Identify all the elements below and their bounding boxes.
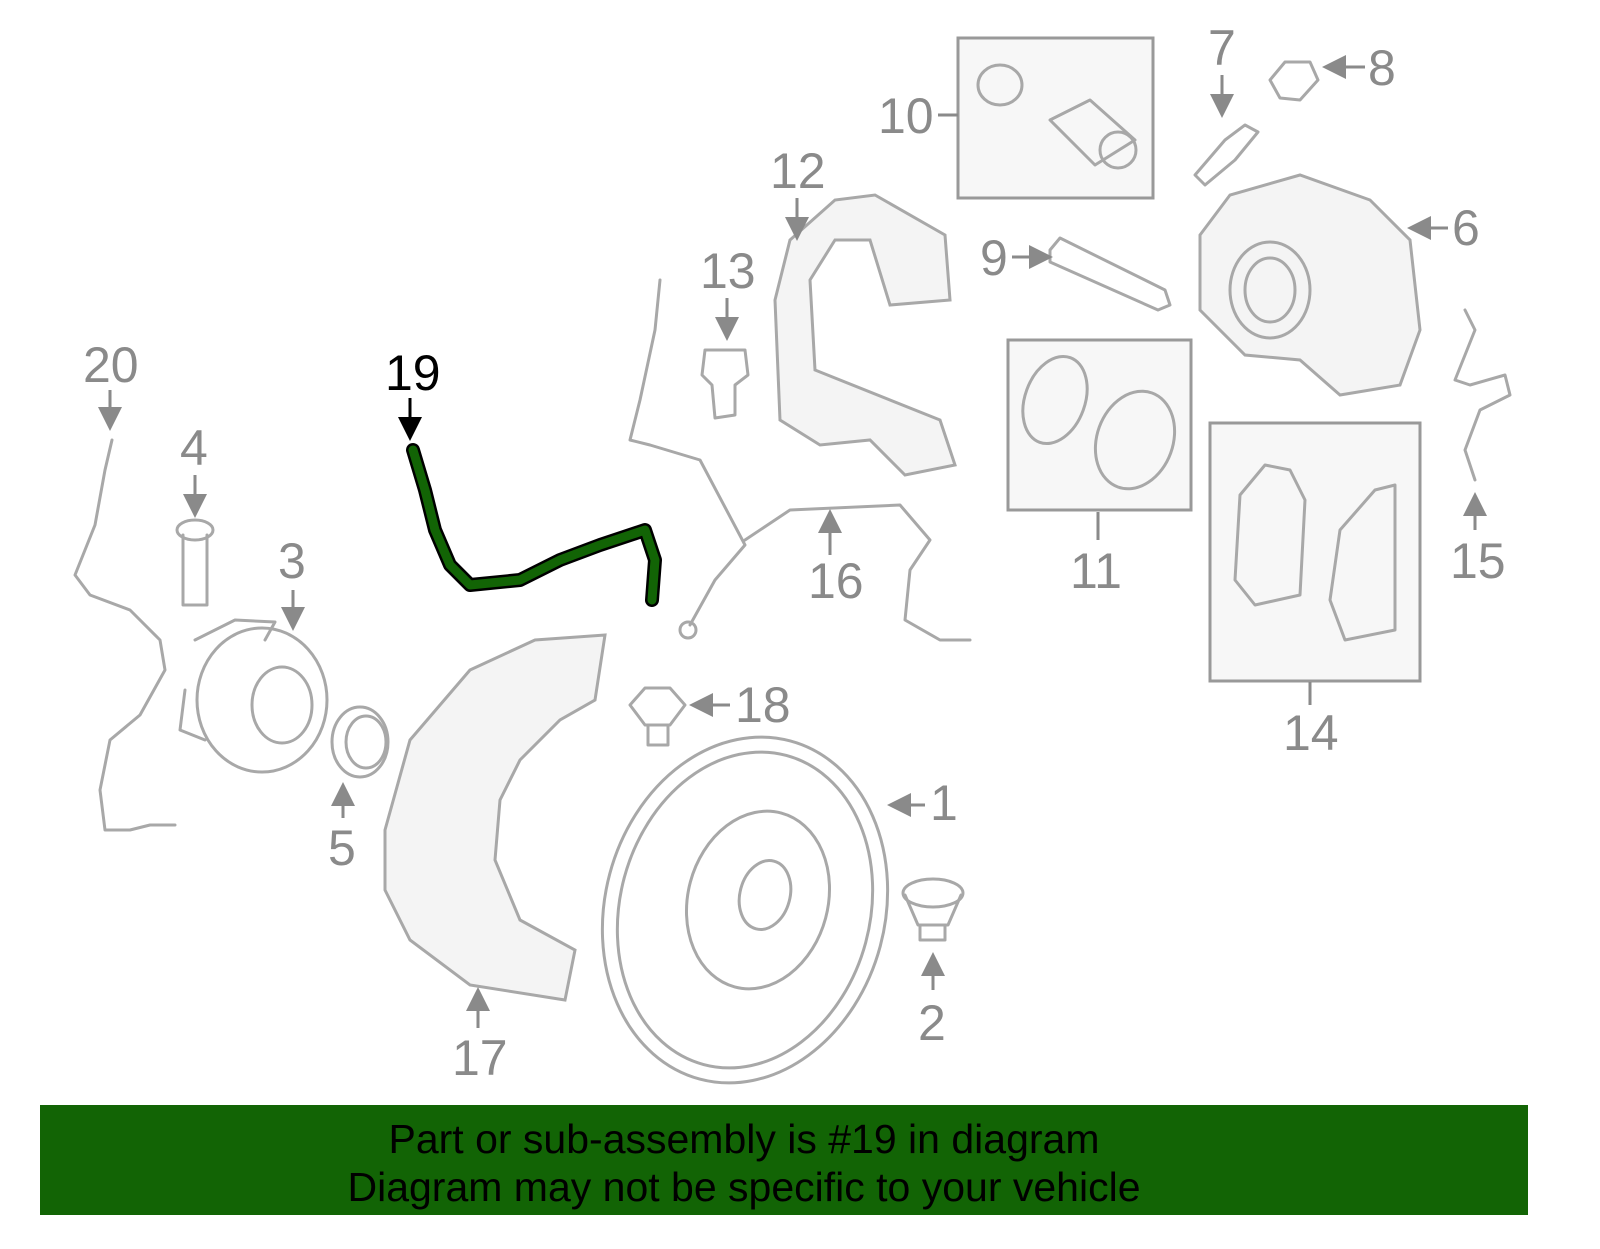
rotor-plug[interactable] — [901, 877, 965, 942]
bracket-bolt[interactable] — [700, 348, 750, 420]
brake-hose-highlighted[interactable] — [406, 443, 662, 607]
splash-shield[interactable] — [383, 633, 607, 1002]
callout-2: 2 — [918, 995, 946, 1051]
callout-17: 17 — [452, 1030, 508, 1086]
anti-rattle-clip[interactable] — [1453, 308, 1512, 482]
shield-bolt[interactable] — [628, 686, 687, 747]
brake-pad-set[interactable] — [1208, 421, 1422, 683]
callout-5: 5 — [328, 820, 356, 876]
callout-15: 15 — [1450, 533, 1506, 589]
wear-sensor[interactable] — [628, 278, 972, 642]
banner-line-1: Part or sub-assembly is #19 in diagram — [388, 1116, 1100, 1162]
caliper-bracket[interactable] — [773, 193, 957, 477]
callout-1: 1 — [930, 775, 958, 831]
abs-sensor[interactable] — [73, 438, 177, 832]
brake-rotor[interactable] — [564, 705, 925, 1116]
guide-pin[interactable] — [1048, 236, 1172, 312]
callout-10: 10 — [878, 88, 934, 144]
callout-8: 8 — [1368, 40, 1396, 96]
hub-bolt[interactable] — [175, 518, 215, 607]
caliper-seal-kit[interactable] — [1006, 338, 1193, 512]
callout-9: 9 — [980, 230, 1008, 286]
bearing-ring[interactable] — [330, 705, 390, 779]
bleeder-screw[interactable] — [1193, 123, 1260, 187]
guide-bushing-kit[interactable] — [956, 36, 1155, 200]
callout-20: 20 — [83, 337, 139, 393]
banner-line-2: Diagram may not be specific to your vehi… — [347, 1164, 1141, 1210]
brake-caliper[interactable] — [1198, 173, 1422, 397]
callout-19: 19 — [385, 345, 441, 401]
callout-4: 4 — [180, 420, 208, 476]
callout-18: 18 — [735, 677, 791, 733]
bleeder-cap[interactable] — [1268, 60, 1320, 102]
callout-13: 13 — [700, 243, 756, 299]
callout-6: 6 — [1452, 200, 1480, 256]
callout-12: 12 — [770, 143, 826, 199]
callout-14: 14 — [1283, 705, 1339, 761]
wheel-hub[interactable] — [178, 618, 329, 774]
callout-7: 7 — [1208, 20, 1236, 76]
callout-3: 3 — [278, 533, 306, 589]
callout-16: 16 — [808, 553, 864, 609]
leader-lines — [98, 55, 1487, 1028]
callout-11: 11 — [1070, 543, 1122, 599]
info-banner: Part or sub-assembly is #19 in diagram D… — [40, 1105, 1528, 1215]
